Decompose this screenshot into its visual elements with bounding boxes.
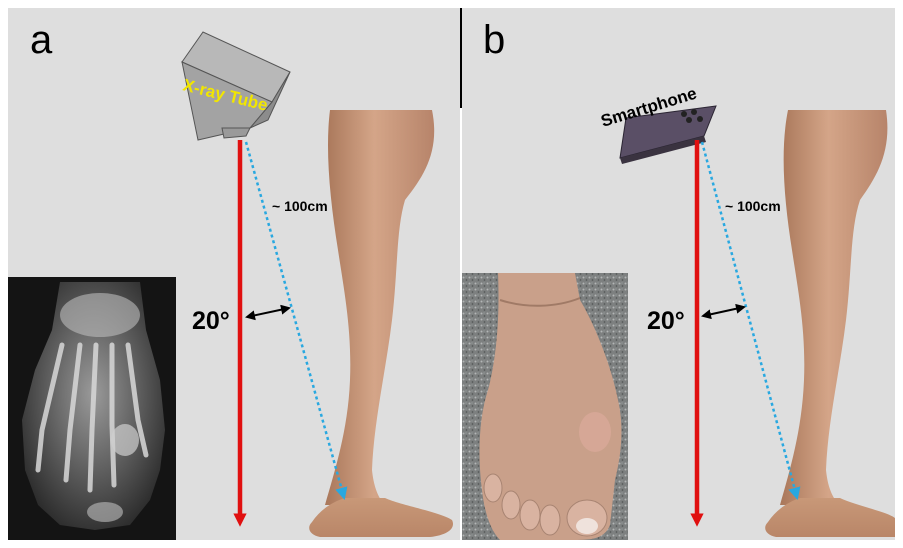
foot-xray-image (8, 277, 176, 540)
panel-b-label: b (483, 18, 505, 62)
panel-a-label: a (30, 18, 53, 62)
foot-photo-image (462, 273, 628, 540)
angle-label-b: 20° (647, 307, 685, 335)
distance-label: ~ 100cm (272, 198, 328, 214)
angle-label: 20° (192, 307, 230, 335)
distance-label-b: ~ 100cm (725, 198, 781, 214)
